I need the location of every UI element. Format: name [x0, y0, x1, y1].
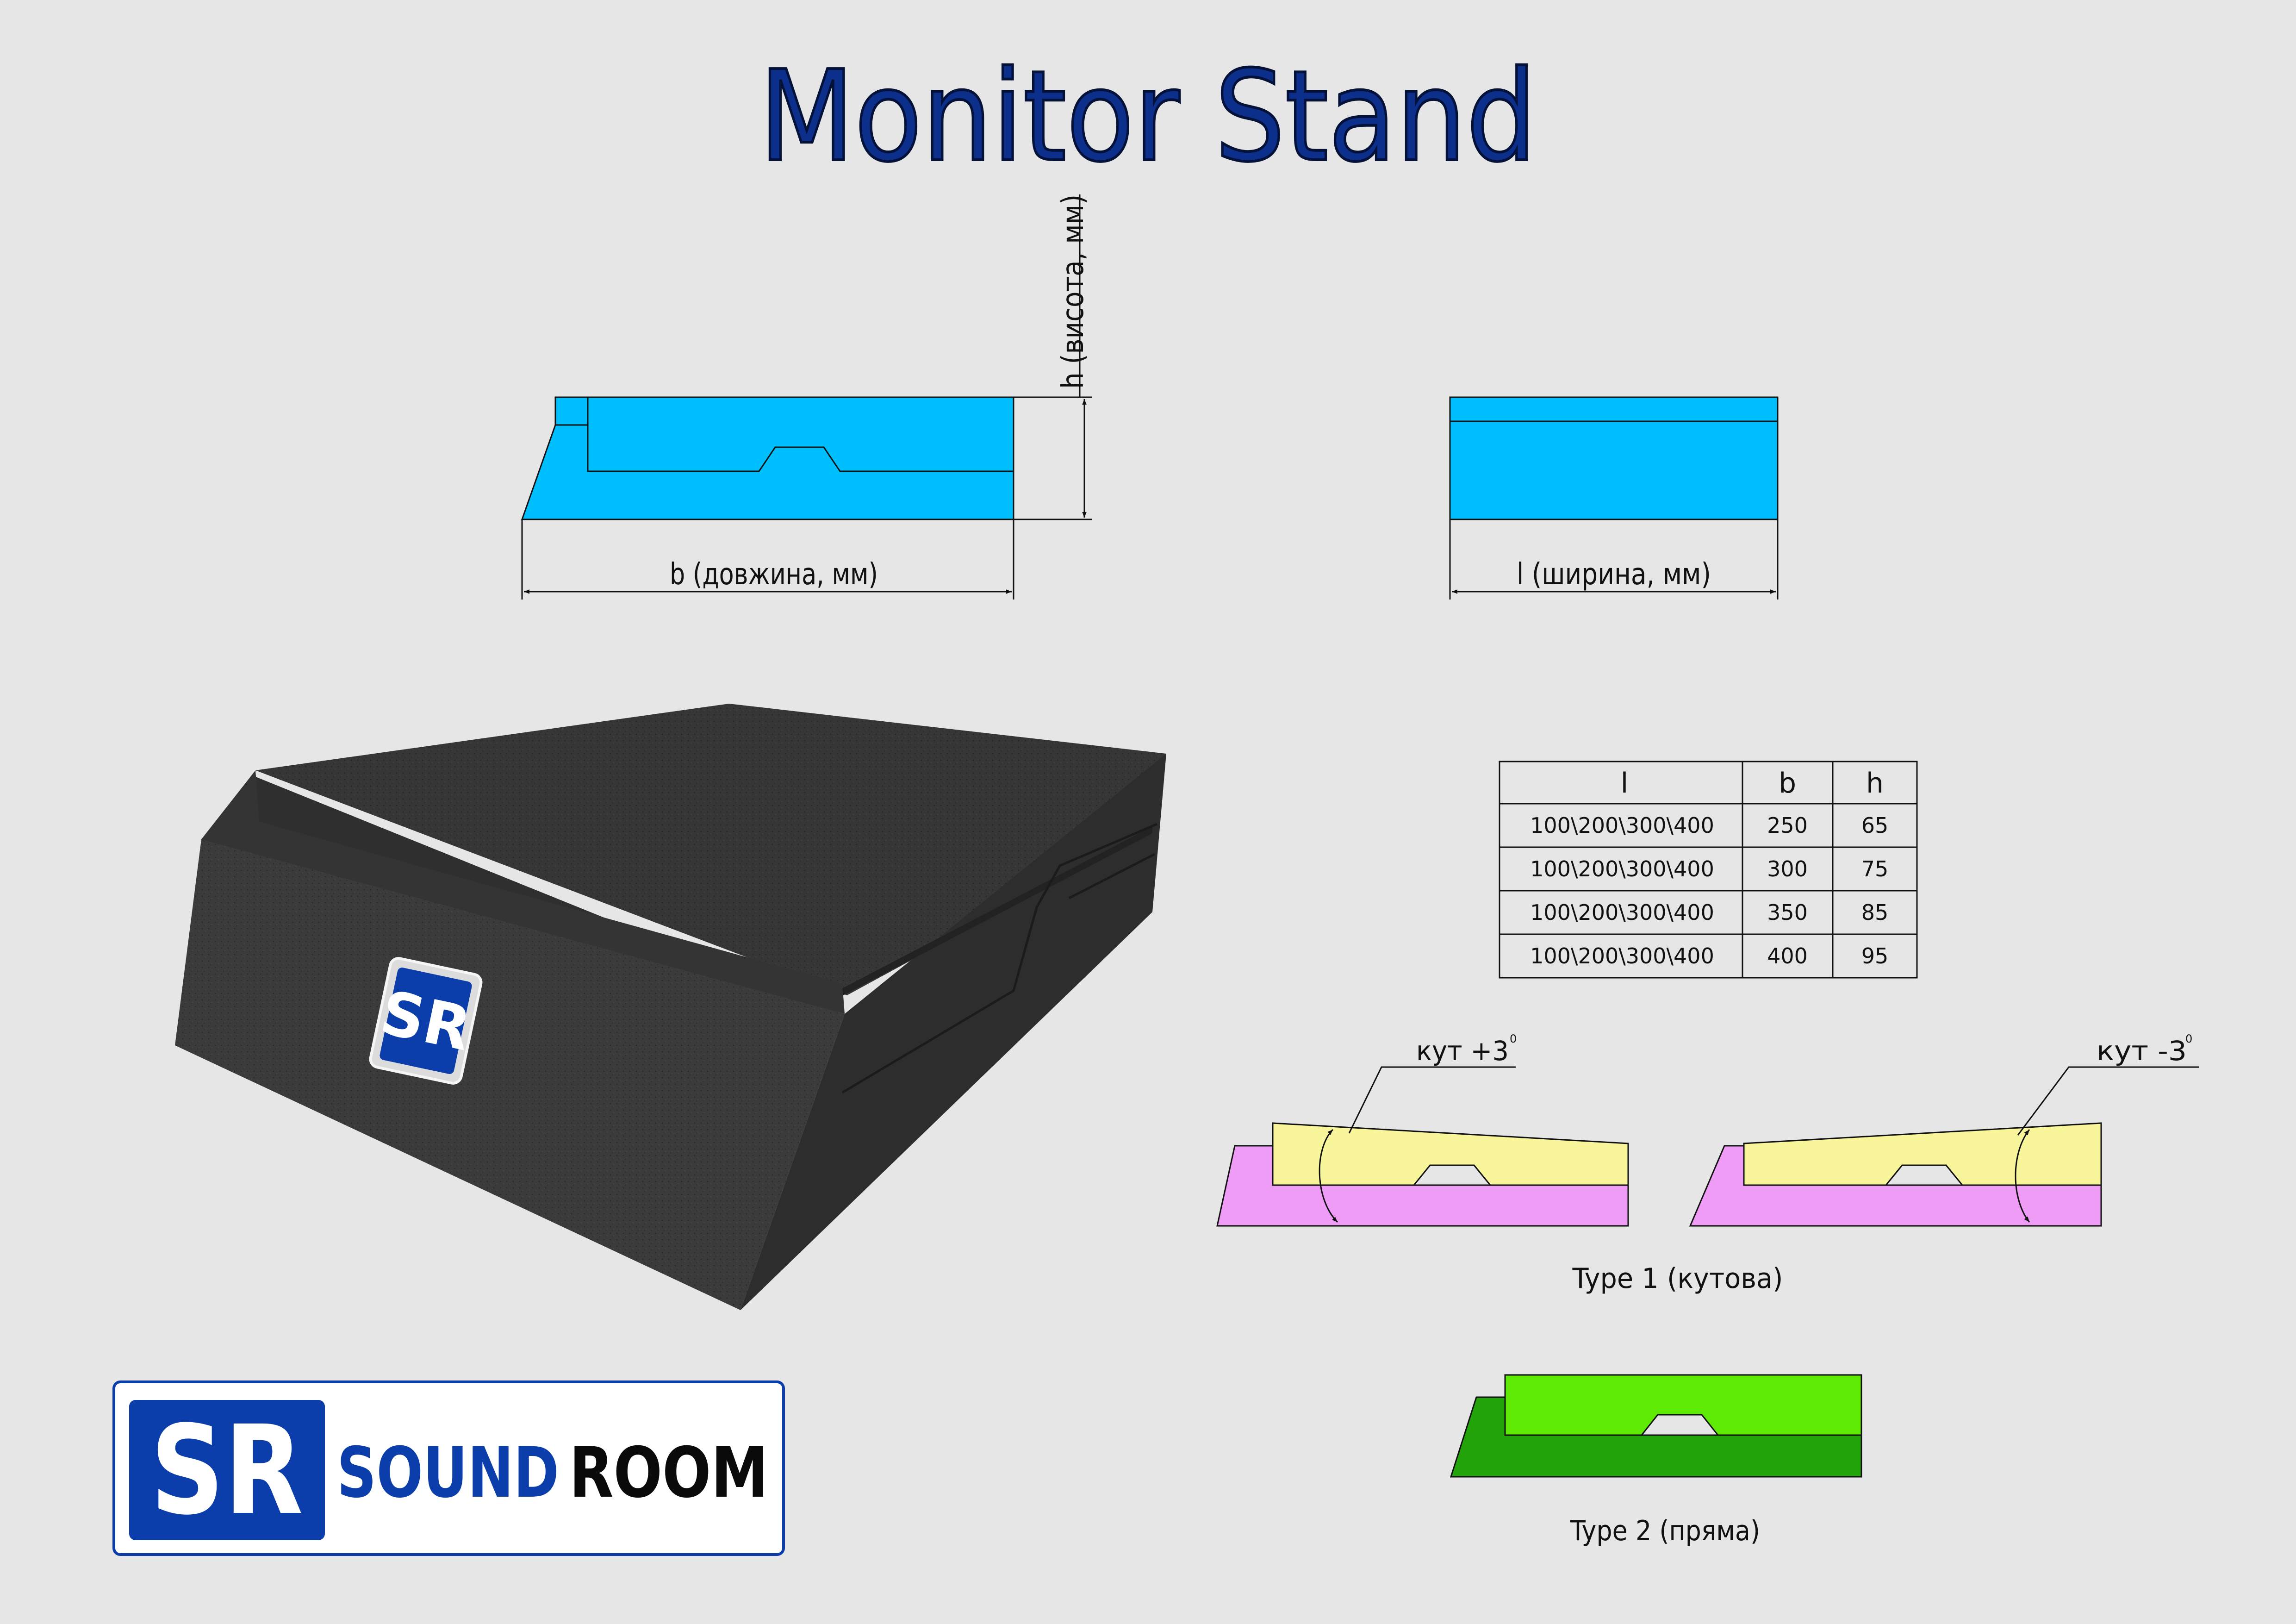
front-profile-drawing: l (ширина, мм): [1449, 396, 1779, 600]
angle-minus-degree: 0: [2185, 1032, 2192, 1045]
foam-stand-render: SR: [175, 704, 1166, 1310]
table-cell: 100\200\300\400: [1530, 856, 1714, 881]
table-cell: 75: [1861, 856, 1889, 881]
logo-word-sound: SOUND: [337, 1433, 559, 1513]
type2-caption: Type 2 (пряма): [1570, 1515, 1760, 1547]
table-cell: 85: [1861, 900, 1889, 925]
table-cell: 400: [1767, 943, 1808, 968]
logo-mark-text: SR: [150, 1399, 303, 1542]
type1-plus-angle-drawing: кут +3 0: [1216, 1032, 1629, 1227]
table-cell: 100\200\300\400: [1530, 900, 1714, 925]
table-cell: 100\200\300\400: [1530, 813, 1714, 838]
width-dimension-label: l (ширина, мм): [1517, 557, 1711, 592]
logo-word-room: ROOM: [569, 1433, 768, 1513]
page-title: Monitor Stand: [759, 44, 1537, 189]
sr-badge: SR: [369, 957, 483, 1085]
table-cell: 300: [1767, 856, 1808, 881]
table-header-b: b: [1779, 767, 1796, 800]
table-cell: 350: [1767, 900, 1808, 925]
table-cell: 250: [1767, 813, 1808, 838]
table-cell: 100\200\300\400: [1530, 943, 1714, 968]
soundroom-logo: SR SOUND ROOM: [112, 1380, 785, 1556]
table-cell: 65: [1861, 813, 1889, 838]
type1-minus-angle-drawing: кут -3 0: [1689, 1032, 2199, 1227]
angle-plus-degree: 0: [1510, 1032, 1517, 1045]
type1-caption: Type 1 (кутова): [1572, 1262, 1783, 1295]
side-profile-drawing: h (висота, мм) b (довжина, мм): [521, 194, 1092, 600]
length-dimension-label: b (довжина, мм): [670, 557, 878, 592]
height-dimension-label: h (висота, мм): [1056, 194, 1090, 389]
size-table: l b h 100\200\300\400 250 65 100\200\300…: [1499, 761, 1918, 979]
table-header-h: h: [1866, 767, 1884, 800]
table-header-l: l: [1621, 767, 1629, 800]
angle-plus-label: кут +3: [1416, 1035, 1509, 1067]
table-cell: 95: [1861, 943, 1889, 968]
type2-straight-drawing: [1450, 1374, 1862, 1478]
angle-minus-label: кут -3: [2097, 1035, 2187, 1067]
